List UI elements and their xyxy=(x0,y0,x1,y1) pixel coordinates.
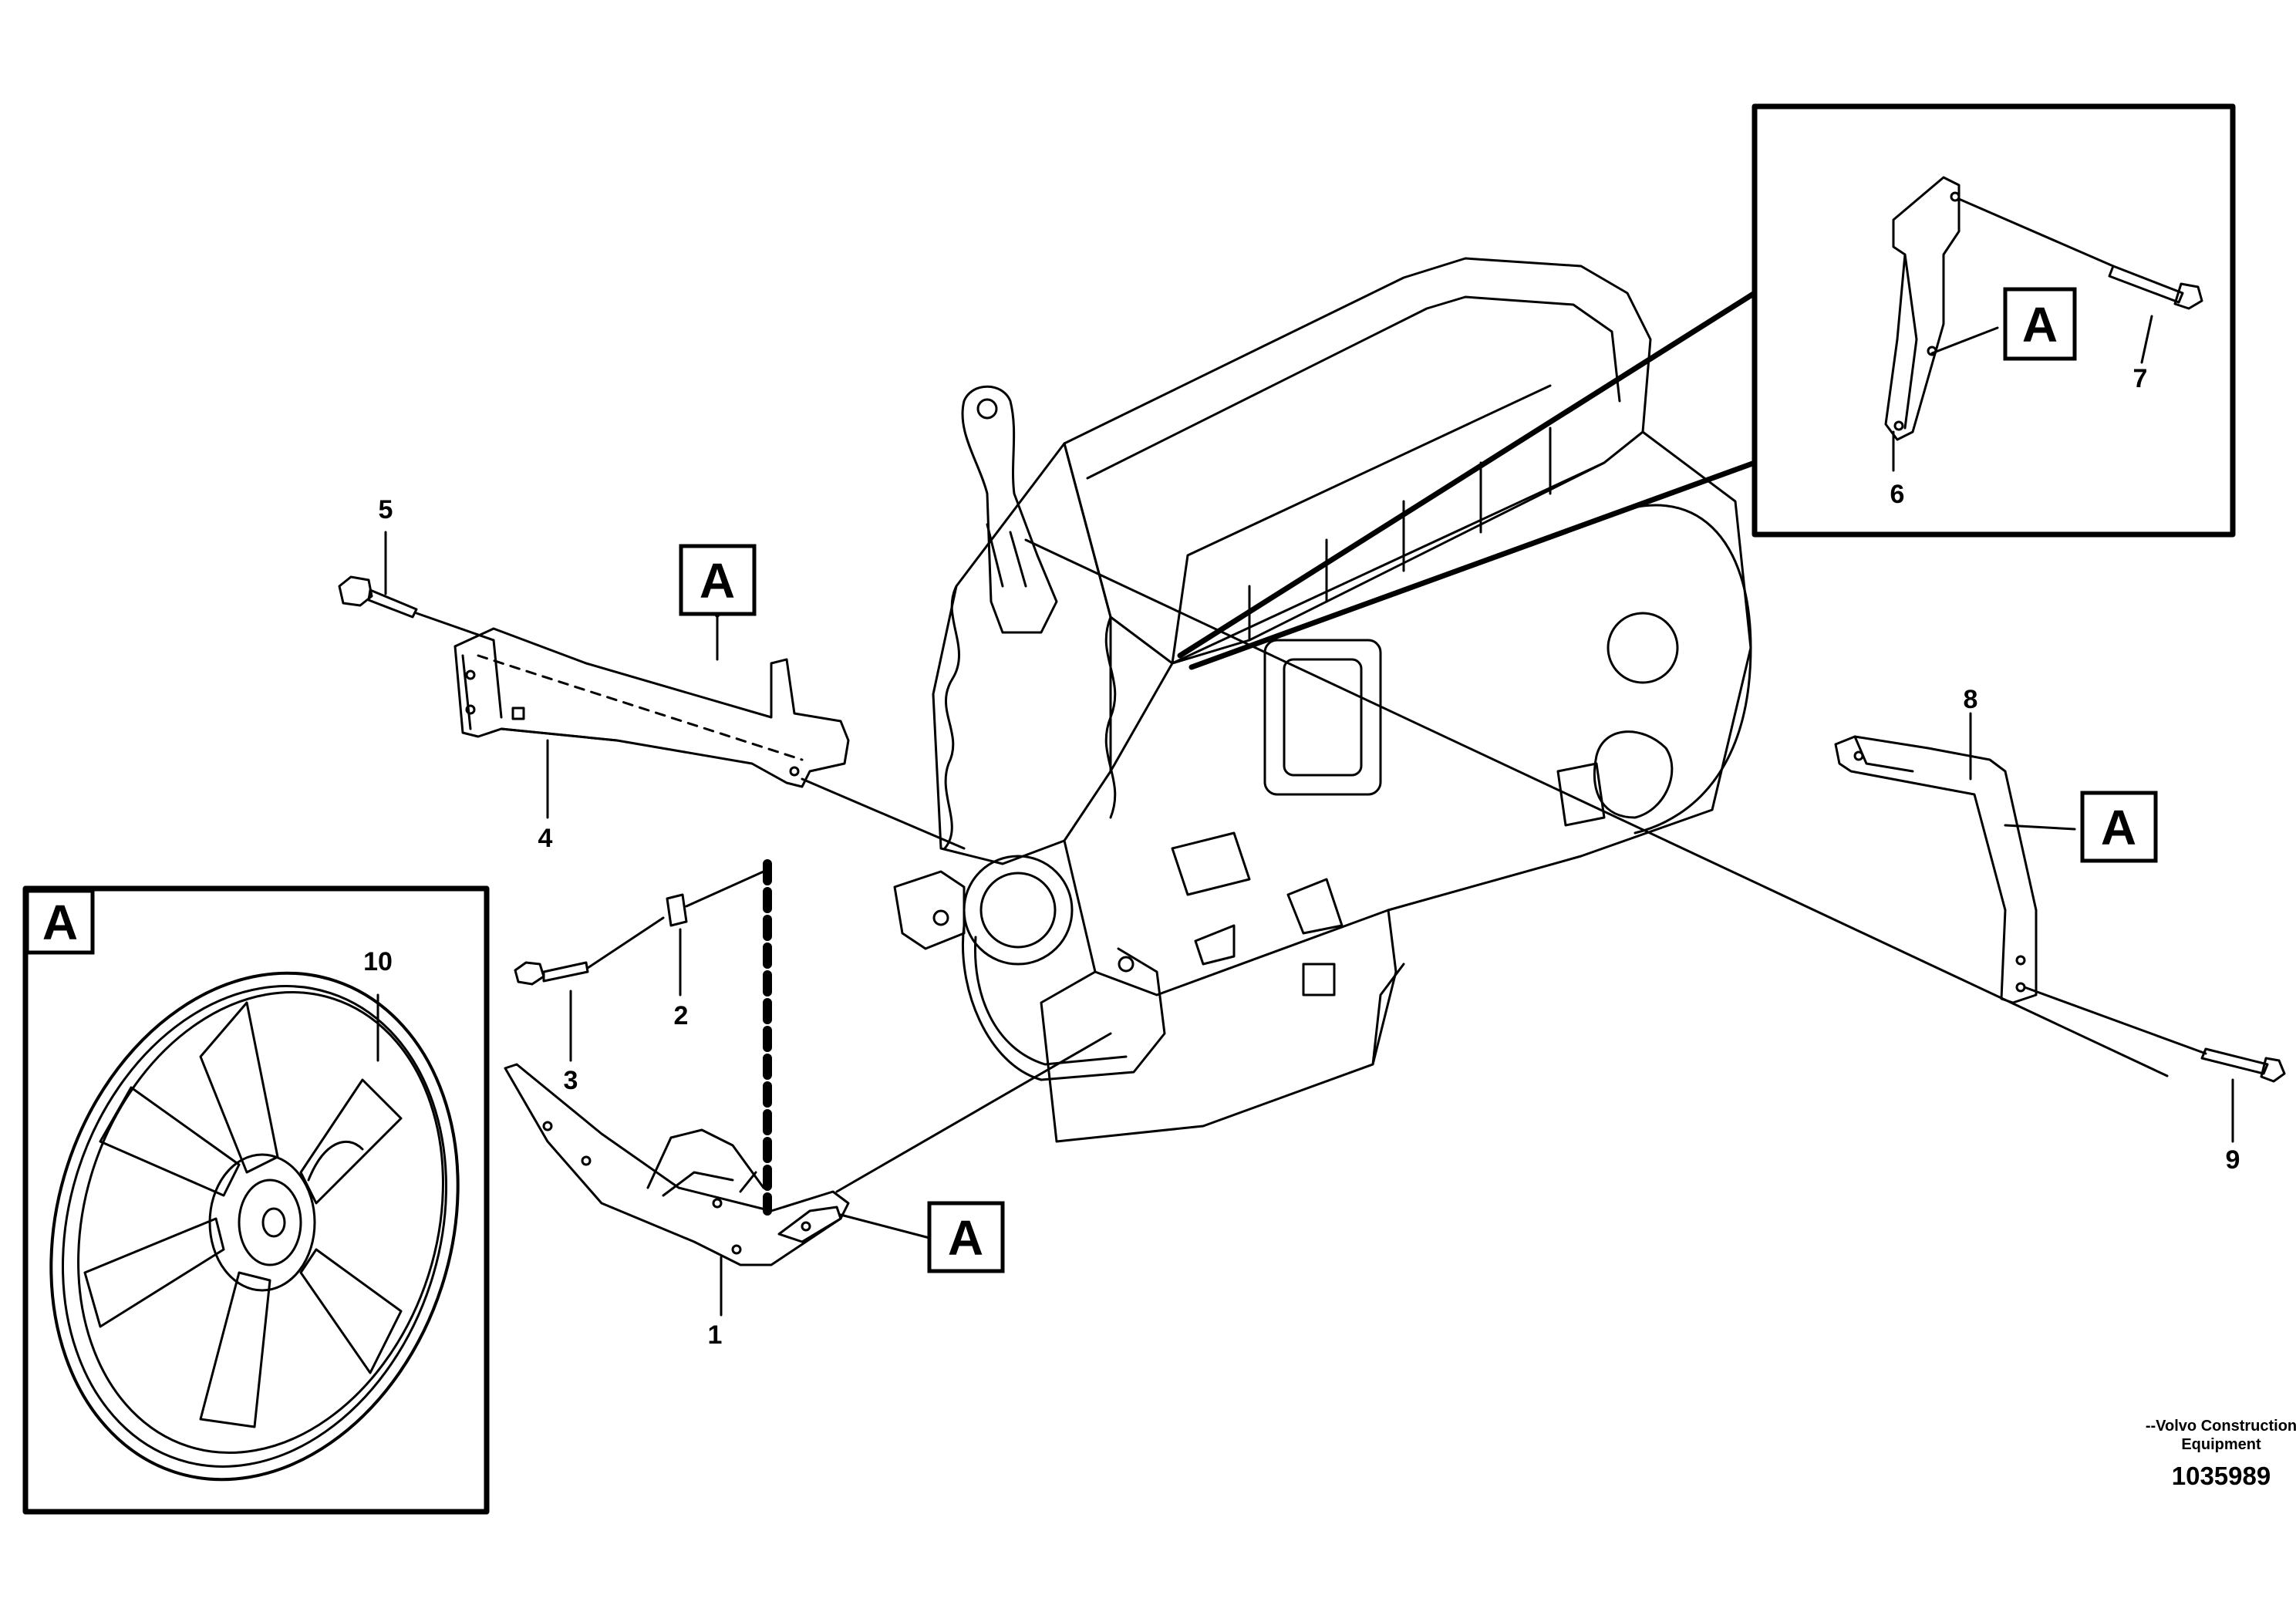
bracket-8-assembly xyxy=(1834,712,2286,1143)
view-tag-label: A xyxy=(948,1210,983,1266)
illustration-number: 1035989 xyxy=(2171,1462,2271,1490)
view-tag-detail xyxy=(2003,287,2077,361)
callout-6: 6 xyxy=(1890,480,1905,509)
view-tags xyxy=(25,287,2158,1273)
callout-2: 2 xyxy=(674,1001,689,1030)
detail-view-box xyxy=(1177,103,2236,670)
bracket-6 xyxy=(1884,176,1961,441)
publisher-credit-line2: Equipment xyxy=(2181,1436,2261,1453)
callout-8: 8 xyxy=(1964,685,1978,714)
fan-10 xyxy=(49,971,460,1482)
assembly-line-right xyxy=(1024,538,2169,1077)
screw-3 xyxy=(514,961,545,986)
view-tag-bracket-4 xyxy=(679,544,757,616)
screw-7 xyxy=(1957,197,2115,268)
spacer-2 xyxy=(666,893,688,927)
fan-detail-box xyxy=(22,885,490,1515)
callout-9: 9 xyxy=(2226,1145,2240,1175)
callout-1: 1 xyxy=(708,1320,723,1350)
view-tag-label: A xyxy=(2101,800,2136,855)
engine-block xyxy=(893,257,1752,1143)
view-tag-label: A xyxy=(700,553,735,609)
callout-10: 10 xyxy=(363,947,393,976)
callout-4: 4 xyxy=(538,824,553,853)
screw-5 xyxy=(338,575,373,607)
view-tag-fan xyxy=(25,889,95,955)
callout-3: 3 xyxy=(564,1066,578,1095)
publisher-credit-line1: --Volvo Construction xyxy=(2145,1418,2296,1435)
view-tag-label: A xyxy=(42,895,78,950)
view-tag-bracket-8 xyxy=(2080,791,2158,863)
callout-5: 5 xyxy=(379,495,393,524)
screw-9 xyxy=(2200,1047,2269,1075)
view-tag-label: A xyxy=(2022,297,2058,352)
view-tag-bracket-1 xyxy=(927,1201,1005,1273)
bracket-1-assembly xyxy=(504,859,1112,1317)
callout-7: 7 xyxy=(2133,364,2148,393)
bracket-4-assembly xyxy=(338,531,966,850)
